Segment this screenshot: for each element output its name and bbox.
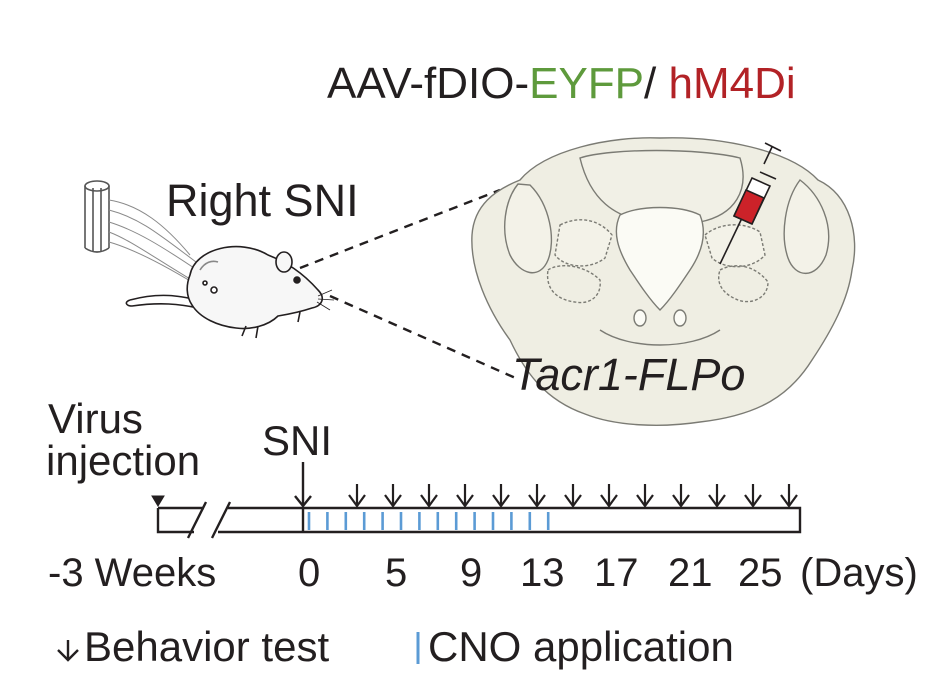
behavior-test-arrow [348,484,366,508]
legend-arrow-icon [57,640,79,662]
behavior-test-arrow [672,484,690,508]
days-unit: (Days) [800,551,918,595]
legend-behavior-label: Behavior test [84,623,330,670]
behavior-test-arrow [456,484,474,508]
behavior-test-arrow [492,484,510,508]
behavior-test-arrow [151,495,165,507]
behavior-test-arrow [744,484,762,508]
tick-label: 9 [460,551,483,595]
behavior-test-arrow [636,484,654,508]
behavior-test-markers [151,484,798,508]
syringe-icon [719,142,782,265]
timeline-bar [156,462,802,539]
timeline-bar-left [156,506,204,534]
timeline-break [210,501,232,539]
behavior-test-arrow [780,484,798,508]
title-prefix: AAV-fDIO- [327,59,530,108]
tick-label: 5 [385,551,408,595]
title-eyfp: EYFP [529,59,645,108]
cno-markers [307,512,550,530]
mouse-icon [125,245,335,339]
tick-label: 25 [738,551,783,595]
virus-label-line1: Virus [48,395,143,442]
behavior-test-arrow [420,484,438,508]
behavior-test-arrow [708,484,726,508]
construct-title: AAV-fDIO-EYFP/ hM4Di [327,62,796,106]
tick-label: 21 [668,551,713,595]
title-hm4di: hM4Di [668,59,796,108]
title-slash: / [644,59,669,108]
legend-cno-label: CNO application [428,623,734,670]
behavior-test-arrow [564,484,582,508]
tick-label: 13 [520,551,565,595]
projection-lines [299,188,521,382]
timeline-bar-right [218,506,802,534]
timeline-break [186,501,208,539]
virus-label-line2: injection [46,437,201,484]
behavior-test-arrow [528,484,546,508]
behavior-test-arrow [384,484,402,508]
tacr1-label: Tacr1-FLPo [512,349,746,400]
tick-label: 17 [594,551,639,595]
sni-arrow-head [294,495,312,508]
tick-label: -3 Weeks [48,551,217,595]
behavior-test-arrow [600,484,618,508]
sni-label: SNI [262,417,333,464]
right-sni-label: Right SNI [166,175,359,226]
tick-label: 0 [298,551,321,595]
